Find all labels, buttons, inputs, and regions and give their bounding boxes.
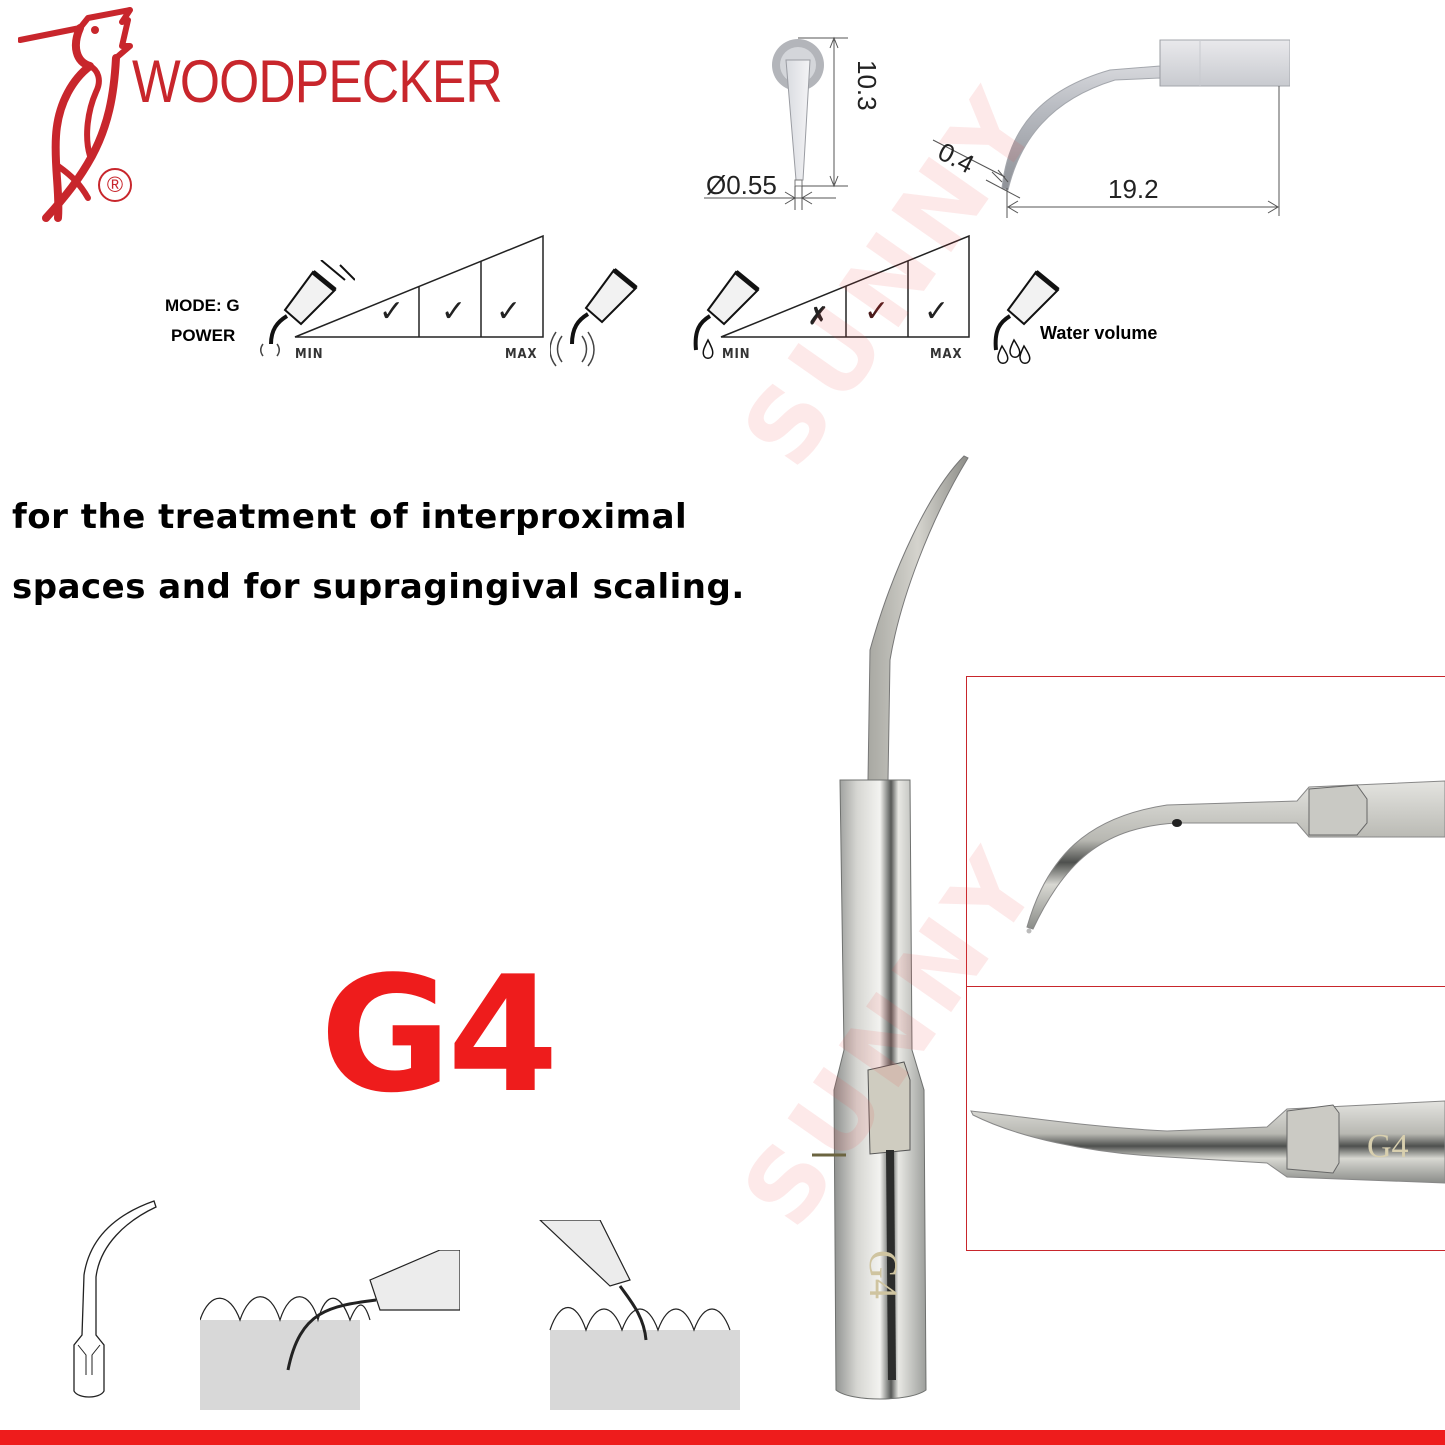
- water-level-3-check-icon: ✓: [924, 295, 950, 328]
- power-level-1-check-icon: ✓: [379, 295, 405, 328]
- model-name: G4: [320, 941, 559, 1128]
- water-level-2-check-icon: ✓: [864, 295, 890, 328]
- description-line-2: spaces and for supragingival scaling.: [12, 567, 745, 607]
- woodpecker-bird-icon: [18, 7, 133, 222]
- engraved-detail-model-text: G4: [1367, 1128, 1409, 1165]
- diameter-dimension-label: Ø0.55: [706, 170, 777, 200]
- power-level-wedge: [294, 234, 544, 338]
- water-level-wedge: [720, 234, 970, 338]
- length-dimension-label: 10.3: [852, 60, 882, 111]
- handpiece-high-water-icon: [993, 270, 1060, 364]
- reach-dimension-label: 19.2: [1108, 174, 1159, 204]
- handpiece-high-vibration-icon: [550, 268, 638, 367]
- tip-dimension-drawing: 10.3 Ø0.55 0.4 19.2: [690, 20, 1290, 220]
- water-volume-chart: ✗ ✓ ✓ MIN MAX Water volume: [680, 230, 1200, 380]
- water-volume-label: Water volume: [1040, 323, 1158, 343]
- handpiece-low-vibration-icon: [260, 260, 355, 357]
- scaler-tip-vertical-image: G4: [812, 455, 969, 1400]
- usage-illustrations: [0, 1190, 760, 1410]
- detail-photo-bottom: G4: [966, 986, 1445, 1251]
- product-photo-main: G4: [800, 450, 980, 1410]
- scaler-tip-engraved-view-image: G4: [970, 1100, 1445, 1184]
- power-level-3-check-icon: ✓: [496, 295, 522, 328]
- brand-logo: WOODPECKER ®: [18, 6, 503, 226]
- power-max-label: MAX: [505, 347, 538, 362]
- engraved-model-text: G4: [861, 1250, 906, 1299]
- interproximal-scaling-illustration: [200, 1250, 460, 1410]
- supragingival-scaling-illustration: [539, 1220, 740, 1410]
- water-max-label: MAX: [930, 347, 963, 362]
- power-min-label: MIN: [295, 347, 324, 362]
- description-line-1: for the treatment of interproximal: [12, 497, 688, 537]
- tip-outline-illustration: [73, 1200, 157, 1398]
- tip-front-view-diagram: [704, 36, 1290, 218]
- power-setting-chart: MODE: G POWER ✓ ✓ ✓ MIN MAX: [150, 230, 650, 380]
- registered-mark: ®: [98, 168, 132, 202]
- mode-label: MODE: G: [165, 296, 240, 315]
- water-level-1-cross-icon: ✗: [808, 303, 829, 330]
- detail-photo-top: [966, 676, 1445, 988]
- power-level-2-check-icon: ✓: [441, 295, 467, 328]
- water-min-label: MIN: [722, 347, 751, 362]
- handpiece-low-water-icon: [693, 270, 760, 359]
- footer-accent-bar: [0, 1430, 1445, 1445]
- brand-name: WOODPECKER: [132, 48, 503, 115]
- power-label: POWER: [171, 326, 236, 345]
- scaler-tip-side-view-image: [1026, 780, 1445, 934]
